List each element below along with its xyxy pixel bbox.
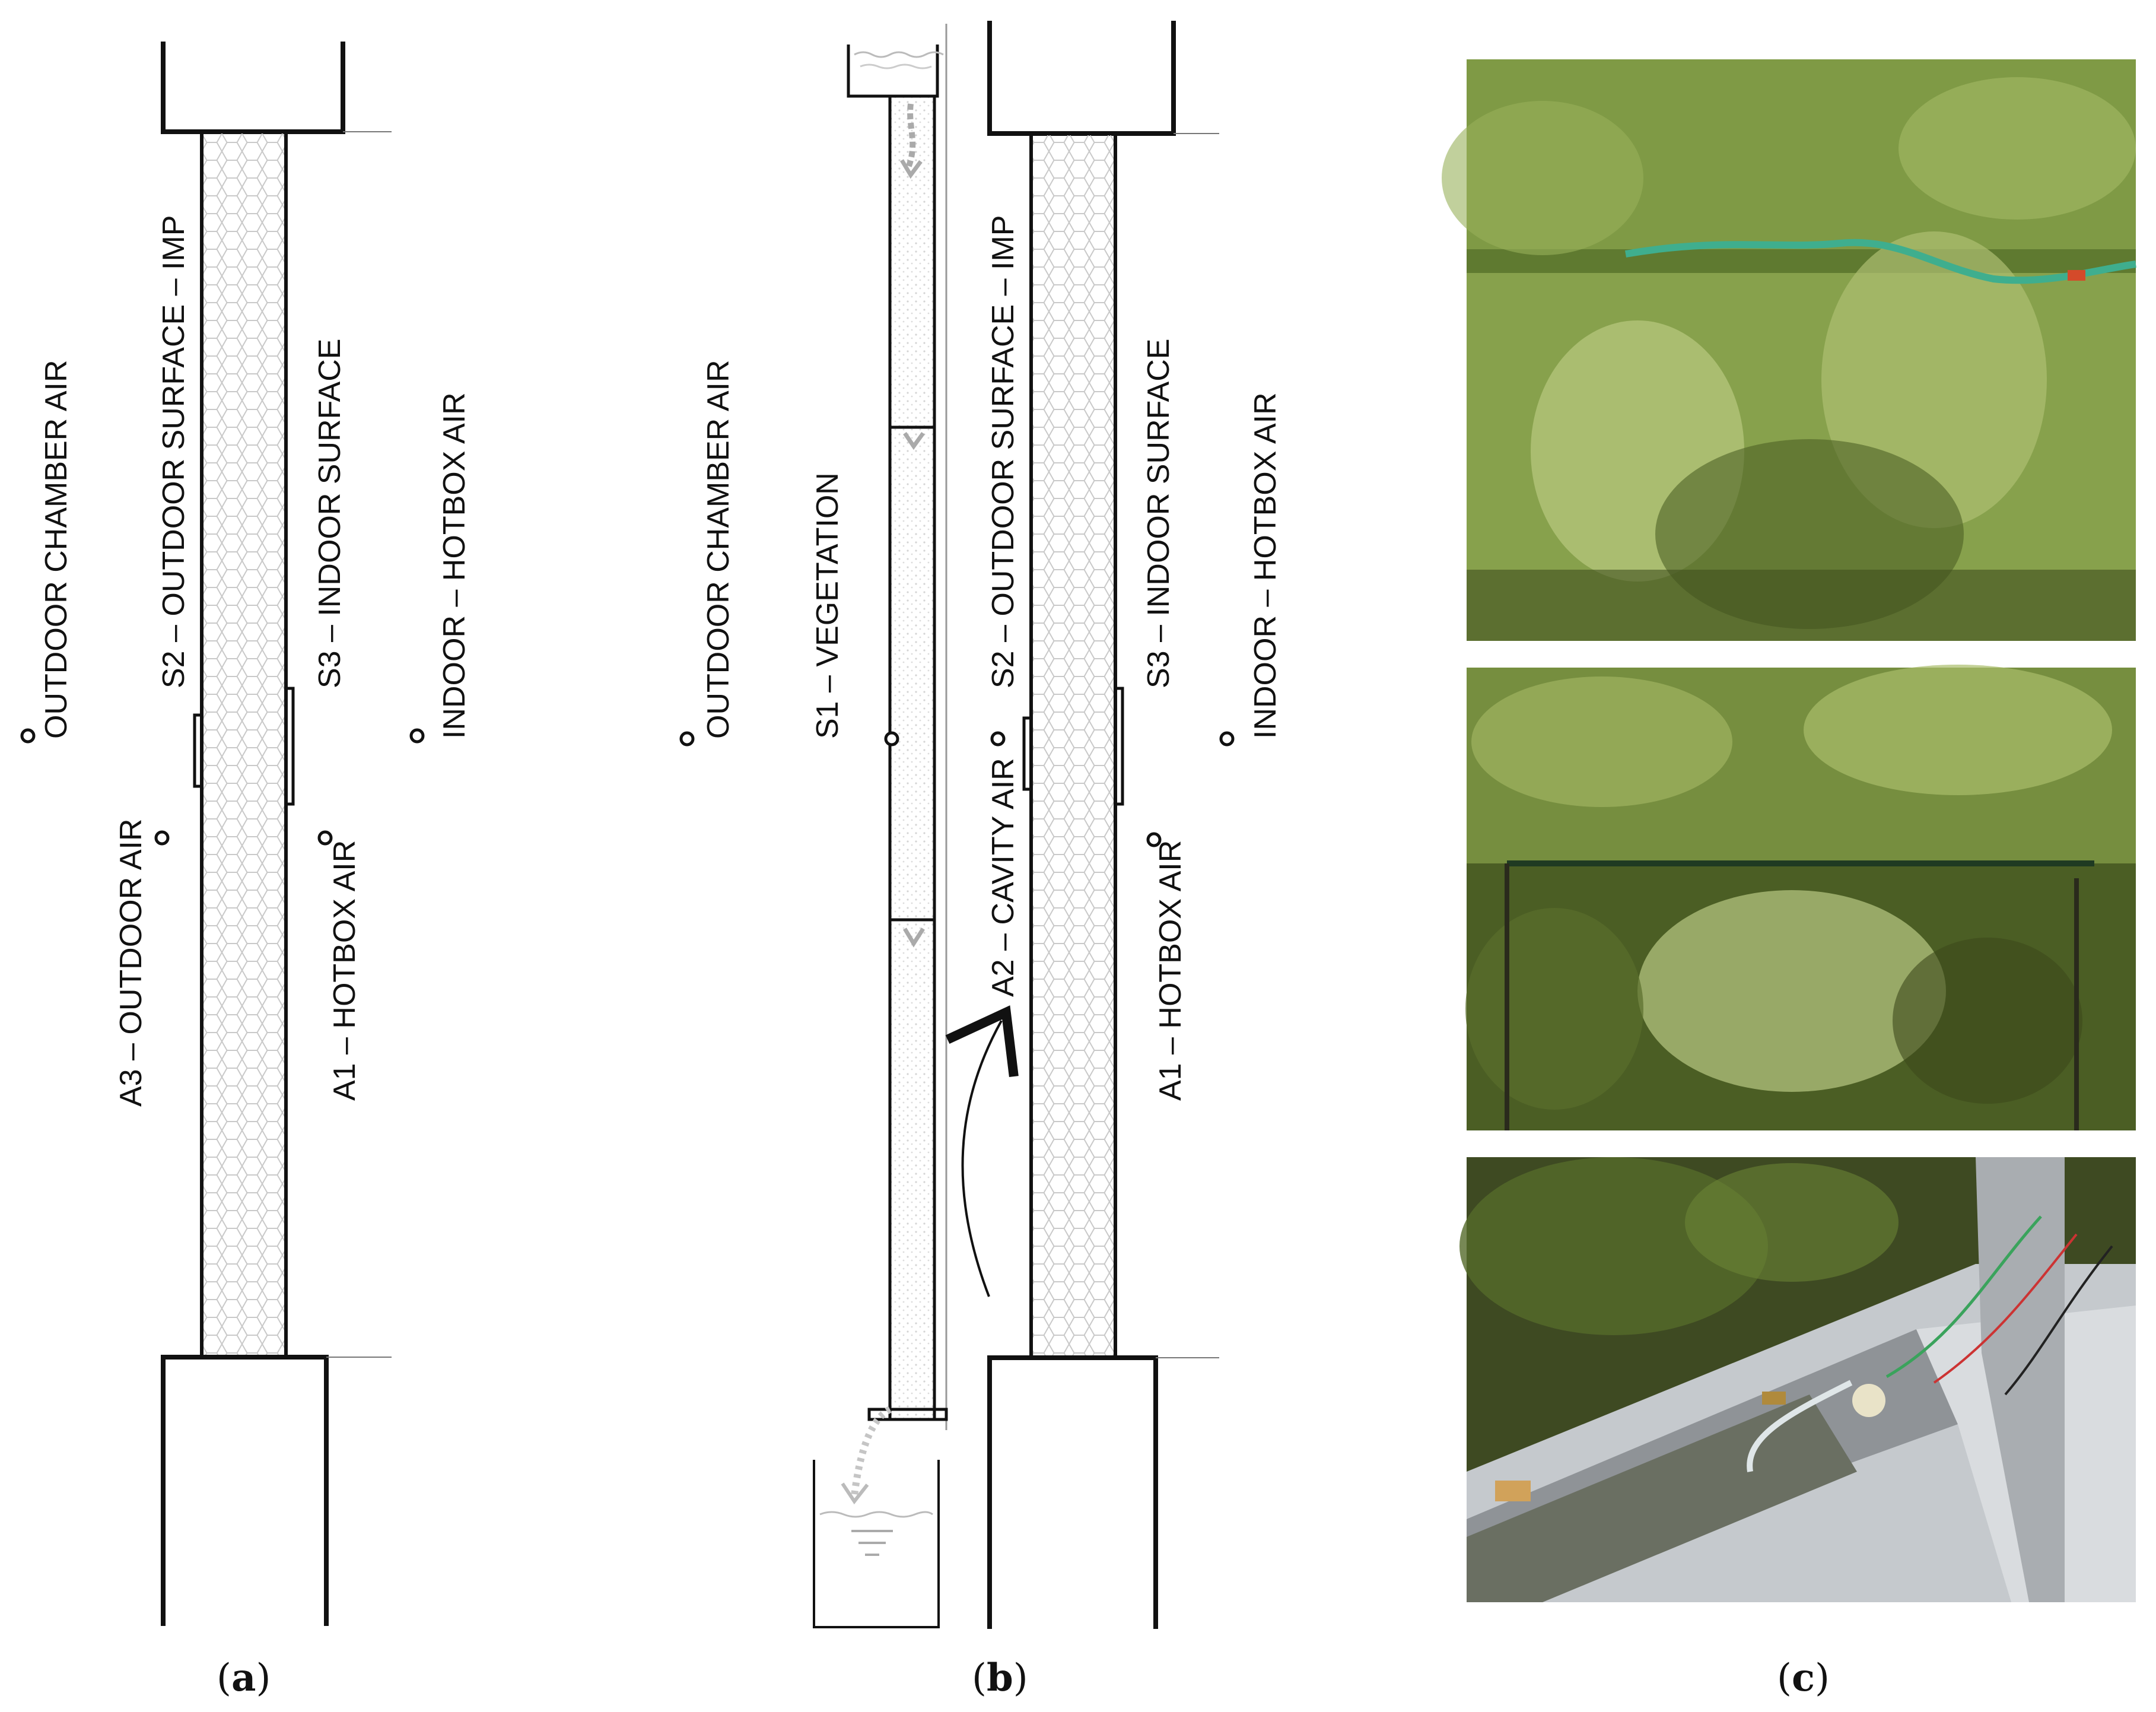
panel-a-label-s2: S2 – OUTDOOR SURFACE – IMP <box>157 215 191 689</box>
panel-a-label-s3: S3 – INDOOR SURFACE <box>313 339 347 688</box>
panel-a-label-a3: A3 – OUTDOOR AIR <box>114 819 148 1107</box>
panel-b-s3-sensor-plate <box>1114 687 1124 806</box>
panel-c <box>1442 59 2136 1602</box>
panel-b-label-s3: S3 – INDOOR SURFACE <box>1141 339 1176 688</box>
hose-line <box>1624 239 2136 284</box>
panel-a-outdoor-chamber-probe <box>20 728 36 744</box>
vegetation-photo-top <box>1442 59 2136 641</box>
panel-b-bottom-tank <box>813 1460 940 1628</box>
panel-b-label-a2: A2 – CAVITY AIR <box>986 758 1020 997</box>
panel-a-a3-probe <box>154 830 170 846</box>
panel-b-outdoor-chamber-probe <box>679 731 695 747</box>
panel-a-label-indoor-hotbox: INDOOR – HOTBOX AIR <box>437 392 472 739</box>
panel-b-bottom-collector <box>867 1408 948 1421</box>
panel-b-a2-probe <box>990 731 1006 747</box>
panel-b-top-frame <box>987 21 1176 136</box>
panel-b-cavity-airflow-arrow <box>945 1005 1019 1297</box>
panel-b-s1-probe <box>884 731 899 747</box>
panel-b-insulation <box>1029 132 1117 1360</box>
panel-b-s2-sensor-plate <box>1022 716 1033 791</box>
tray-photo-bottom <box>1459 1157 2136 1602</box>
panel-b-label-indoor-hotbox: INDOOR – HOTBOX AIR <box>1248 392 1283 739</box>
caption-b: (b) <box>972 1656 1028 1700</box>
caption-b-letter: b <box>986 1656 1013 1700</box>
panel-a-s3-sensor-plate <box>284 687 295 806</box>
panel-a-top-frame <box>161 42 345 134</box>
panel-b-bottom-frame <box>987 1355 1158 1629</box>
panel-b-indoor-probe <box>1219 731 1235 747</box>
panel-b-vegetation-layer <box>888 94 936 1421</box>
panel-b-label-a1: A1 – HOTBOX AIR <box>1153 840 1188 1101</box>
caption-a-letter: a <box>231 1656 256 1700</box>
panel-a-insulation <box>200 130 288 1359</box>
panel-b-label-outdoor-chamber-air: OUTDOOR CHAMBER AIR <box>701 360 736 739</box>
panel-a-a1-probe <box>317 830 333 846</box>
caption-a: (a) <box>217 1656 271 1700</box>
panel-b-label-s2: S2 – OUTDOOR SURFACE – IMP <box>986 215 1020 689</box>
caption-c-letter: c <box>1791 1656 1815 1700</box>
panel-a-bottom-frame <box>161 1355 329 1626</box>
panel-a-indoor-probe <box>409 728 425 744</box>
panel-b: OUTDOOR CHAMBER AIR S1 – VEGETATION S2 –… <box>679 21 1283 1629</box>
panel-b-a1-probe <box>1146 832 1162 847</box>
panel-a-s2-sensor-plate <box>193 713 203 788</box>
panel-a-label-a1: A1 – HOTBOX AIR <box>327 840 362 1101</box>
caption-c: (c) <box>1777 1656 1830 1700</box>
panel-a-label-outdoor-chamber-air: OUTDOOR CHAMBER AIR <box>39 360 74 739</box>
vegetation-photo-middle <box>1465 665 2136 1130</box>
panel-a: OUTDOOR CHAMBER AIR S2 – OUTDOOR SURFACE… <box>20 42 472 1626</box>
panel-b-label-s1: S1 – VEGETATION <box>810 472 845 739</box>
